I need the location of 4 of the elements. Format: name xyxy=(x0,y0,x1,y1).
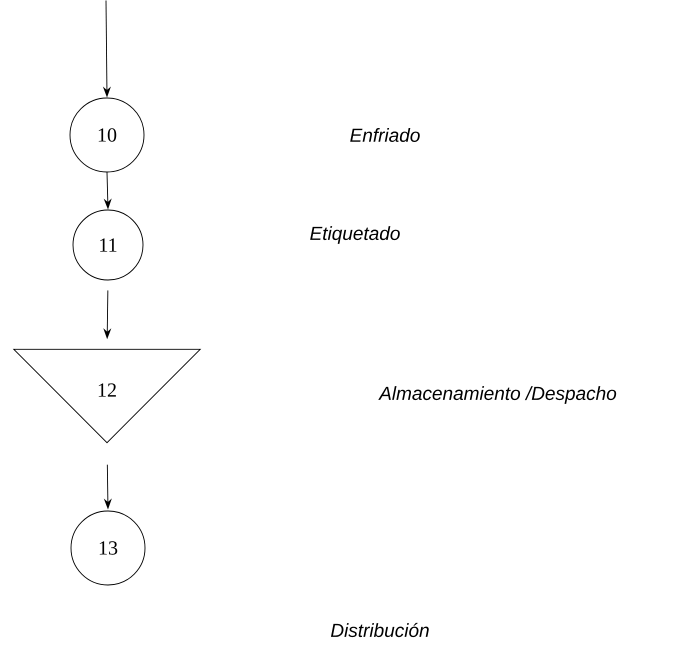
step-label: Etiquetado xyxy=(310,226,400,244)
step-label: Distribución xyxy=(330,622,429,638)
step-label: Enfriado xyxy=(350,128,420,142)
step-label: Almacenamiento /Despacho xyxy=(378,386,616,404)
